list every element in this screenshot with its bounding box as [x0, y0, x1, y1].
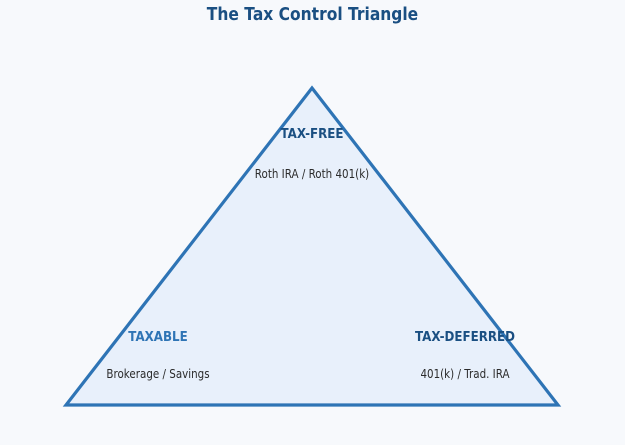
triangle-shape	[62, 85, 562, 407]
tax-deferred-label: TAX-DEFERRED	[415, 329, 515, 345]
tax-free-label: TAX-FREE	[280, 126, 344, 142]
taxable-label: TAXABLE	[128, 329, 188, 345]
diagram-title: The Tax Control Triangle	[206, 4, 419, 25]
taxable-accounts: Brokerage / Savings	[106, 367, 210, 381]
tax-free-accounts: Roth IRA / Roth 401(k)	[254, 167, 370, 181]
tax-deferred-accounts: 401(k) / Trad. IRA	[420, 367, 510, 381]
